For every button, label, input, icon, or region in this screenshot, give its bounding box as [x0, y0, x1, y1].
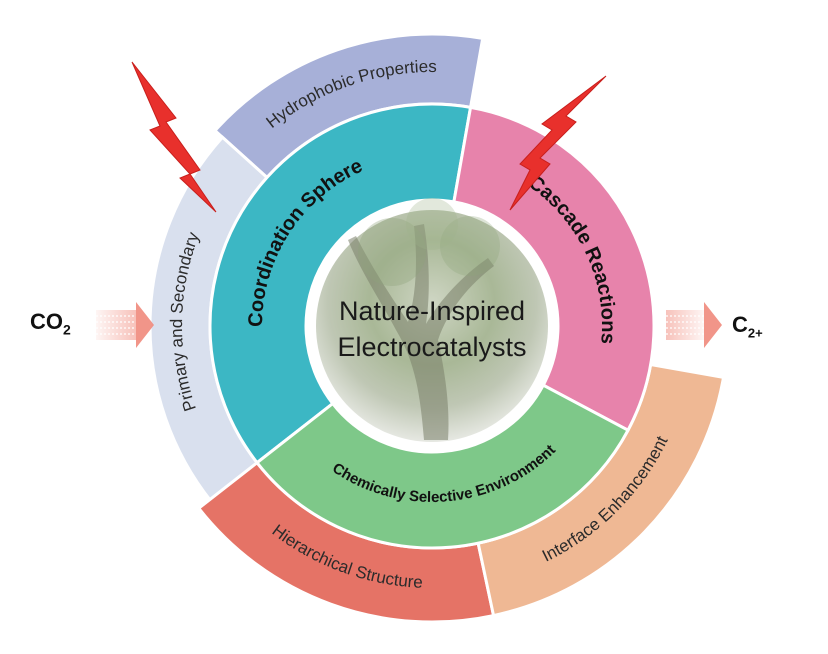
center-title-line1: Nature-Inspired	[339, 296, 525, 326]
lightning-bolt-left-icon	[131, 61, 217, 213]
center-title-line2: Electrocatalysts	[337, 332, 526, 362]
output-arrow	[666, 302, 722, 348]
lightning-bolt-right-icon	[509, 75, 607, 211]
output-c2plus-label: C2+	[732, 312, 763, 341]
input-arrow	[96, 302, 154, 348]
coordination-sphere-segment	[208, 102, 473, 465]
cascade-reactions-segment	[452, 105, 656, 433]
chemically-selective-environment-segment	[254, 383, 631, 550]
input-co2-label: CO2	[30, 309, 71, 338]
center-tree-image	[316, 198, 548, 442]
